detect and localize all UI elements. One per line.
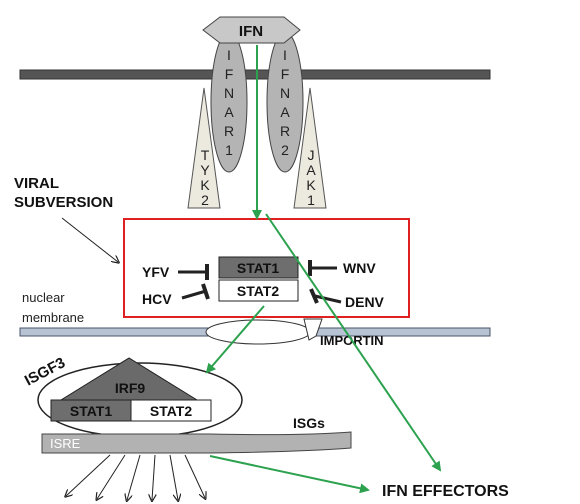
tyk2-char-2: K (200, 177, 210, 193)
jak1-char-3: 1 (307, 192, 315, 208)
ifnar2-char-1: F (281, 66, 290, 82)
wnv-inhibitor (310, 260, 337, 276)
tyk2-char-0: T (201, 147, 210, 163)
irf9-label: IRF9 (115, 380, 146, 396)
isg-to-effectors-arrow (210, 456, 368, 490)
hcv-inhibitor (182, 284, 208, 299)
ifnar1-char-1: F (225, 66, 234, 82)
isgf3-stat2-label: STAT2 (150, 403, 192, 419)
isgs-label: ISGs (293, 415, 325, 431)
ifnar1-char-3: A (224, 104, 234, 120)
isre-label: ISRE (50, 436, 81, 451)
stat2-label: STAT2 (237, 283, 279, 299)
ifn-label: IFN (239, 23, 263, 40)
jak1-char-0: J (308, 147, 315, 163)
yfv-label: YFV (142, 264, 170, 280)
ifnar1-char-0: I (227, 47, 231, 63)
jak1-char-1: A (306, 162, 316, 178)
ifnar2-char-3: A (280, 104, 290, 120)
viral-subversion-pointer-arrow (62, 218, 118, 262)
viral-subversion-line1: VIRAL (14, 175, 59, 192)
tyk2-char-1: Y (200, 162, 210, 178)
ifnar2-char-2: N (280, 85, 290, 101)
nuclear-pore (206, 320, 310, 344)
stat1-label: STAT1 (237, 260, 279, 276)
tyk2-label: T Y K 2 (200, 147, 210, 208)
nuclear-membrane-label-line1: nuclear (22, 290, 65, 305)
tyk2-char-3: 2 (201, 192, 209, 208)
hcv-label: HCV (142, 291, 172, 307)
yfv-inhibitor (178, 264, 207, 280)
nuclear-membrane-label-line2: membrane (22, 310, 84, 325)
transcription-arrows (66, 455, 205, 500)
ifnar2-char-4: R (280, 123, 290, 139)
denv-label: DENV (345, 294, 385, 310)
jak1-char-2: K (306, 177, 316, 193)
dna-strand (42, 432, 351, 453)
viral-subversion-line2: SUBVERSION (14, 194, 113, 211)
transcription-arrow-6 (185, 455, 205, 498)
wnv-label: WNV (343, 260, 376, 276)
transcription-arrow-4 (152, 455, 155, 500)
transcription-arrow-5 (170, 455, 178, 500)
ifnar1-char-5: 1 (225, 142, 233, 158)
ifnar1-char-4: R (224, 123, 234, 139)
ifnar1-char-2: N (224, 85, 234, 101)
direct-effectors-arrow (266, 214, 440, 470)
transcription-arrow-3 (127, 455, 140, 500)
plasma-membrane (20, 70, 490, 79)
ifn-effectors-label: IFN EFFECTORS (382, 483, 509, 500)
isgf3-label: ISGF3 (22, 354, 68, 389)
isgf3-stat1-label: STAT1 (70, 403, 112, 419)
ifnar2-char-0: I (283, 47, 287, 63)
ifnar2-char-5: 2 (281, 142, 289, 158)
transcription-arrow-2 (97, 455, 125, 499)
